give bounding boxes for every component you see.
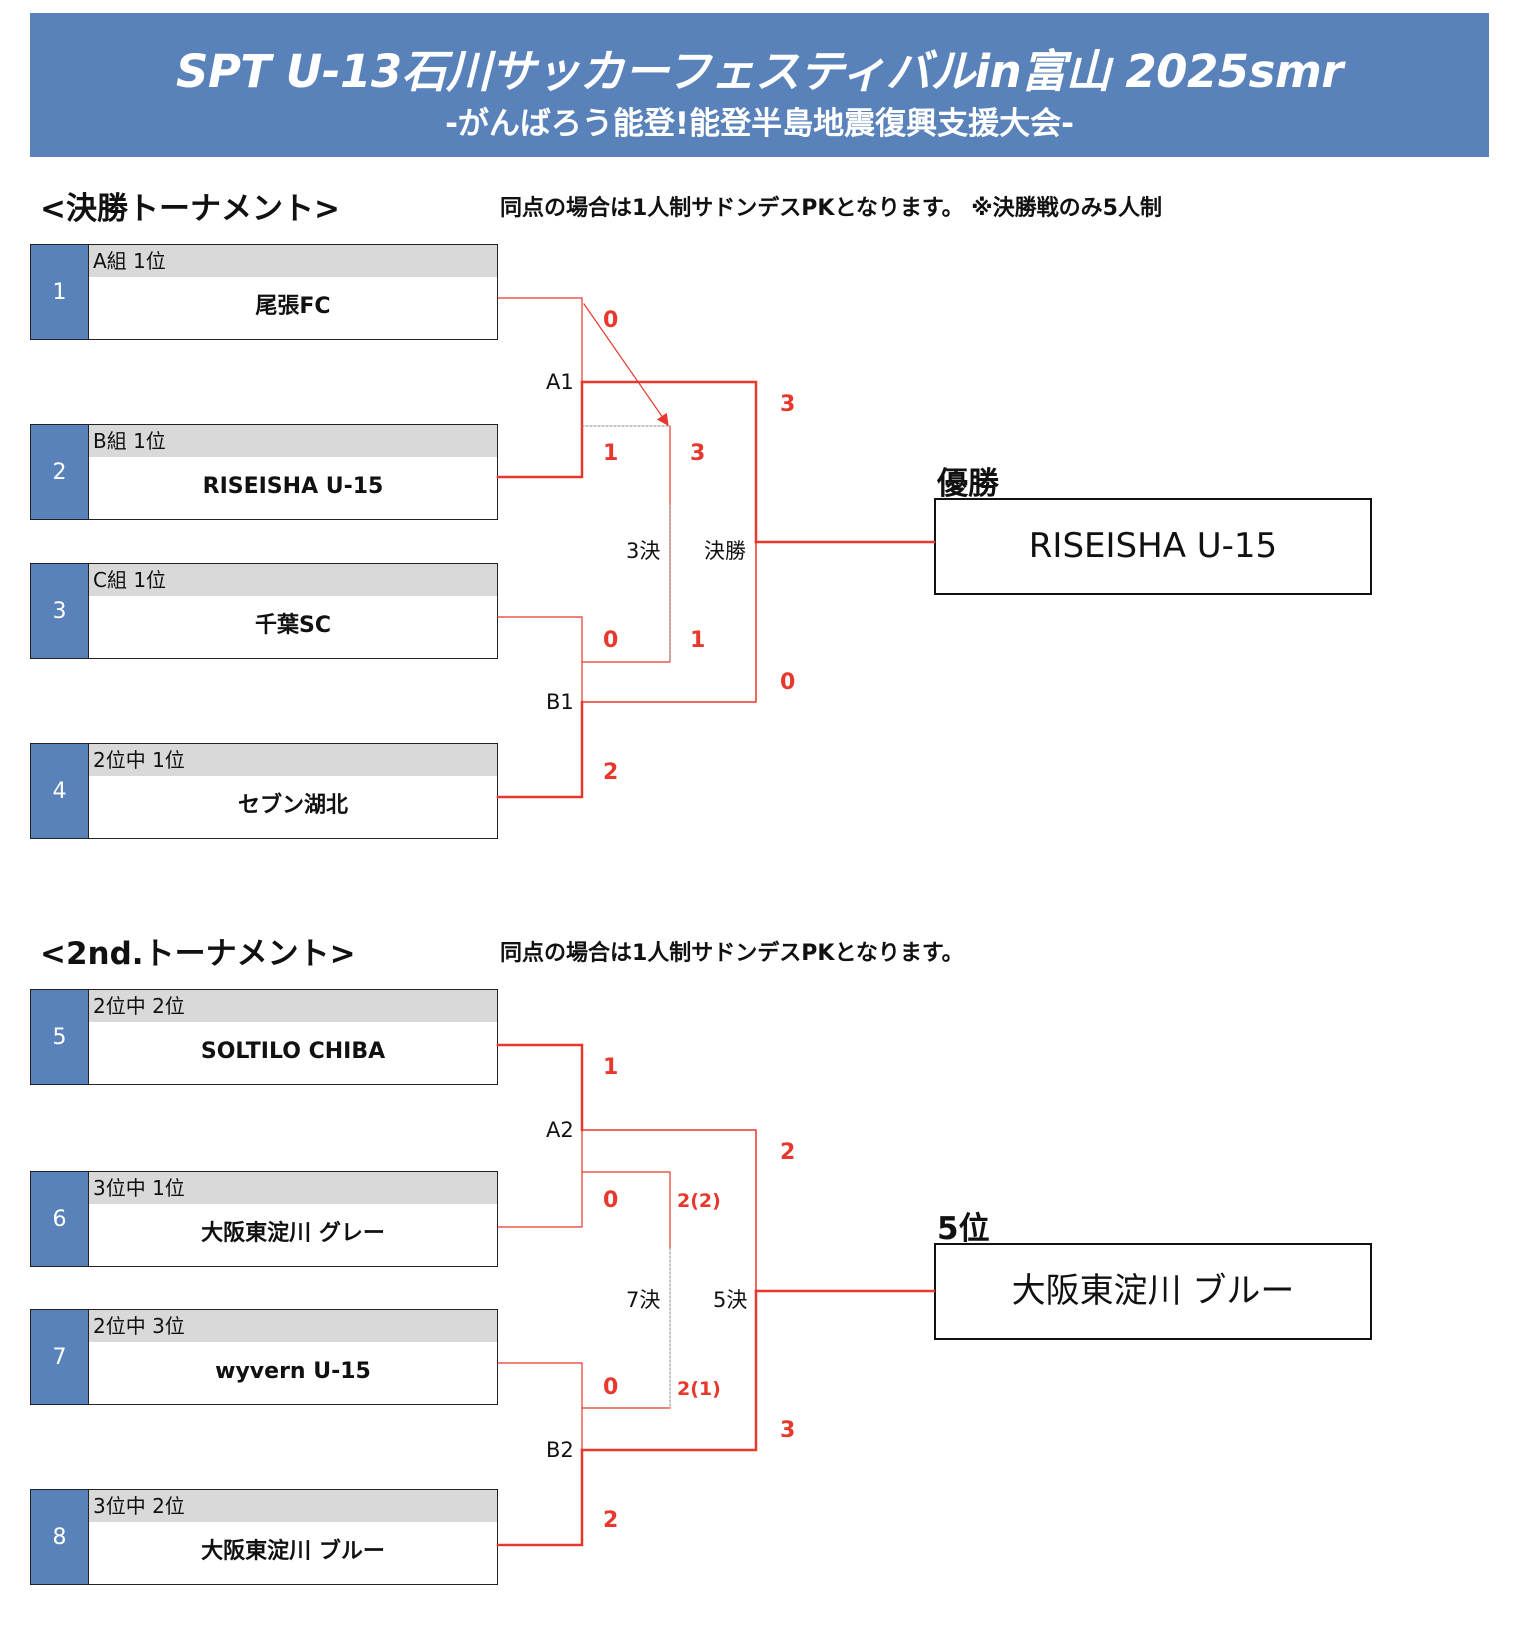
group-rank: 2位中 1位	[89, 744, 497, 776]
score-fifth-bottom: 3	[780, 1418, 796, 1443]
seed-number: 4	[31, 744, 89, 838]
score-final-top: 3	[780, 392, 796, 417]
bracket-line-team8	[496, 1448, 584, 1547]
fifth-place-box: 大阪東淀川 ブルー	[934, 1243, 1372, 1340]
bracket-line-team1	[497, 297, 583, 383]
match-label-fifth: 5決	[713, 1288, 748, 1312]
bracket-line-b2-fifth	[580, 1289, 758, 1452]
match-label-b2: B2	[546, 1438, 574, 1462]
group-rank: A組 1位	[89, 245, 497, 277]
final-tournament-note: 同点の場合は1人制サドンデスPKとなります。 ※決勝戦のみ5人制	[500, 196, 1162, 221]
score-a2-top: 1	[603, 1055, 619, 1080]
seed-number: 6	[31, 1172, 89, 1266]
match-label-a2: A2	[546, 1118, 574, 1142]
bracket-line-team5	[496, 1043, 584, 1132]
team-card-6: 6 3位中 1位 大阪東淀川 グレー	[30, 1171, 498, 1267]
seed-number: 3	[31, 564, 89, 658]
seed-number: 2	[31, 425, 89, 519]
score-b2-top: 0	[603, 1375, 619, 1400]
seed-number: 5	[31, 990, 89, 1084]
seed-number: 8	[31, 1490, 89, 1584]
match-label-seventh: 7決	[626, 1288, 661, 1312]
bracket-line-team4	[496, 700, 584, 799]
team-name: 大阪東淀川 グレー	[201, 1221, 385, 1246]
match-label-a1: A1	[546, 370, 574, 394]
group-rank: 2位中 2位	[89, 990, 497, 1022]
score-b1-top: 0	[603, 628, 619, 653]
bracket-line-team6	[497, 1129, 583, 1228]
team-name: SOLTILO CHIBA	[200, 1039, 386, 1064]
seed-number: 1	[31, 245, 89, 339]
final-tournament-heading: <決勝トーナメント>	[40, 191, 340, 227]
team-name: 大阪東淀川 ブルー	[201, 1539, 385, 1564]
score-seventh-top: 2(2)	[677, 1190, 721, 1212]
bracket-line-team7	[497, 1362, 583, 1451]
bracket-line-seventh-top	[581, 1171, 671, 1249]
team-card-5: 5 2位中 2位 SOLTILO CHIBA	[30, 989, 498, 1085]
second-tournament-heading: <2nd.トーナメント>	[40, 936, 356, 972]
team-card-4: 4 2位中 1位 セブン湖北	[30, 743, 498, 839]
team-card-8: 8 3位中 2位 大阪東淀川 ブルー	[30, 1489, 498, 1585]
page-header: SPT U-13石川サッカーフェスティバルin富山 2025smr -がんばろう…	[30, 13, 1489, 157]
group-rank: C組 1位	[89, 564, 497, 596]
bracket-line-a2-fifth	[581, 1129, 757, 1292]
match-label-final: 決勝	[704, 539, 746, 563]
match-label-b1: B1	[546, 690, 574, 714]
team-card-3: 3 C組 1位 千葉SC	[30, 563, 498, 659]
team-name: 尾張FC	[255, 294, 331, 319]
team-name: wyvern U-15	[215, 1359, 371, 1384]
second-tournament-note: 同点の場合は1人制サドンデスPKとなります。	[500, 941, 964, 966]
score-third-bottom: 1	[690, 628, 706, 653]
team-name: RISEISHA U-15	[202, 474, 384, 499]
team-card-1: 1 A組 1位 尾張FC	[30, 244, 498, 340]
bracket-line-a1-final	[580, 380, 758, 544]
group-rank: B組 1位	[89, 425, 497, 457]
score-seventh-bottom: 2(1)	[677, 1378, 721, 1400]
score-third-top: 3	[690, 441, 706, 466]
seed-number: 7	[31, 1310, 89, 1404]
bracket-line-team3	[497, 616, 583, 703]
score-a1-bottom: 1	[603, 441, 619, 466]
bracket-line-b1-final	[581, 541, 757, 703]
group-rank: 2位中 3位	[89, 1310, 497, 1342]
score-final-bottom: 0	[780, 670, 796, 695]
team-card-7: 7 2位中 3位 wyvern U-15	[30, 1309, 498, 1405]
bracket-arrow	[583, 303, 669, 426]
team-name: 千葉SC	[255, 613, 331, 638]
score-a2-bottom: 0	[603, 1188, 619, 1213]
score-b2-bottom: 2	[603, 1508, 619, 1533]
score-a1-top: 0	[603, 308, 619, 333]
match-label-third: 3決	[626, 539, 661, 563]
group-rank: 3位中 2位	[89, 1490, 497, 1522]
page-title: SPT U-13石川サッカーフェスティバルin富山 2025smr	[176, 45, 1343, 98]
fifth-place-label: 5位	[937, 1211, 990, 1247]
bracket-line-team2	[496, 380, 584, 479]
champion-box: RISEISHA U-15	[934, 498, 1372, 595]
team-card-2: 2 B組 1位 RISEISHA U-15	[30, 424, 498, 520]
score-b1-bottom: 2	[603, 760, 619, 785]
group-rank: 3位中 1位	[89, 1172, 497, 1204]
score-fifth-top: 2	[780, 1140, 796, 1165]
champion-label: 優勝	[937, 466, 999, 502]
page-subtitle: -がんばろう能登!能登半島地震復興支援大会-	[445, 106, 1074, 142]
team-name: セブン湖北	[237, 793, 348, 818]
